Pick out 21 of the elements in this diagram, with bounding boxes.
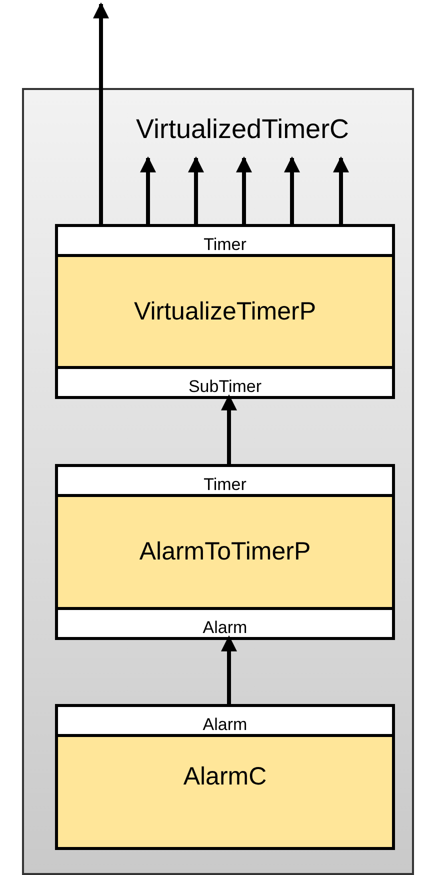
configuration-frame: [22, 88, 414, 875]
arrow: [333, 156, 349, 227]
interface-band: Alarm: [58, 707, 392, 737]
component-name: AlarmToTimerP: [139, 538, 311, 566]
component-box: [55, 464, 395, 640]
arrow: [140, 156, 156, 227]
arrow: [221, 635, 237, 707]
interface-band: Timer: [58, 467, 392, 497]
configuration-name: VirtualizedTimerC: [136, 114, 350, 145]
arrow: [93, 2, 109, 227]
component-name: AlarmC: [183, 762, 267, 792]
component-box: [55, 704, 395, 850]
interface-band: Alarm: [58, 607, 392, 637]
interface-band: Timer: [58, 227, 392, 257]
component-box: [55, 224, 395, 399]
interface-band: SubTimer: [58, 366, 392, 396]
arrow: [284, 156, 300, 227]
arrow: [221, 394, 237, 467]
arrow: [236, 156, 252, 227]
arrow: [188, 156, 204, 227]
component-name: VirtualizeTimerP: [134, 297, 316, 326]
